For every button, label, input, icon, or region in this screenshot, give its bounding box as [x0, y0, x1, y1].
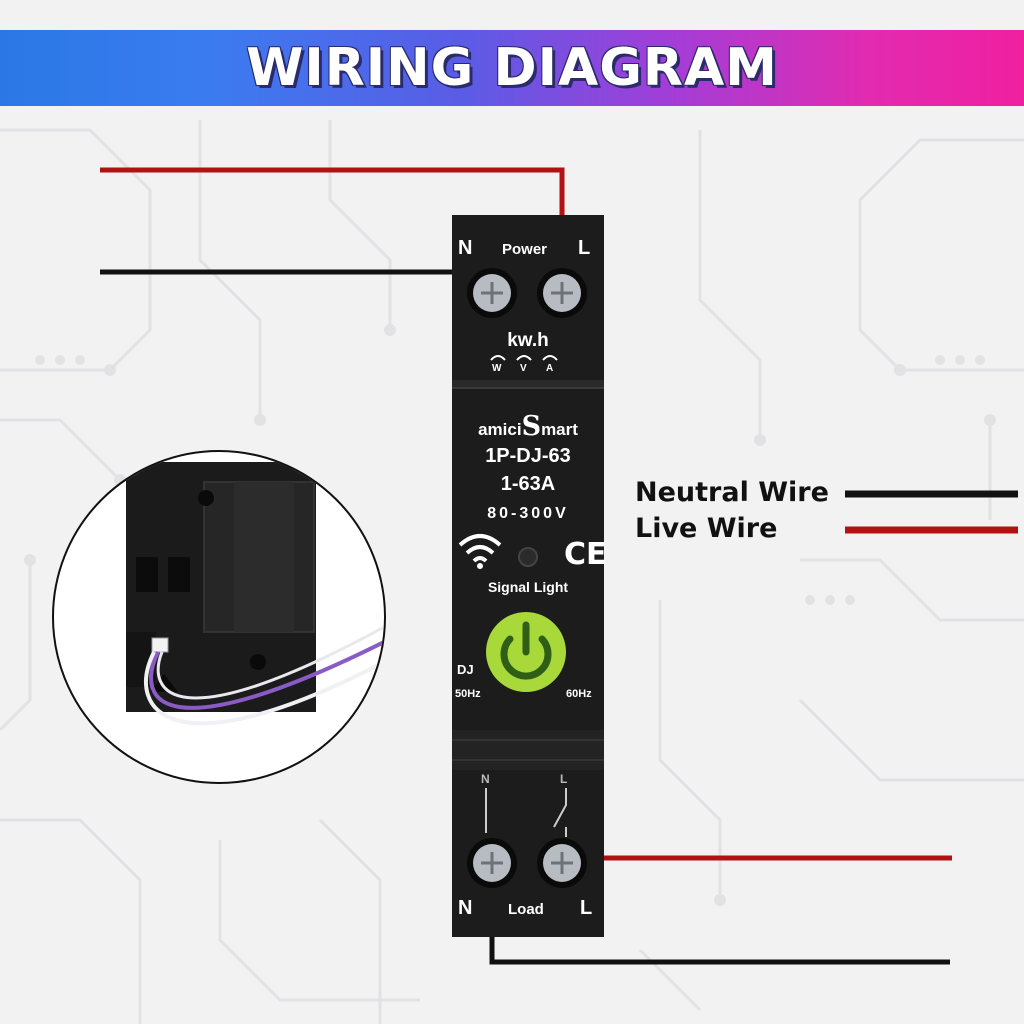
- freq-60hz: 60Hz: [566, 688, 592, 700]
- side-view-inset: [52, 450, 386, 784]
- dj-badge: DJ: [457, 662, 474, 677]
- power-label: Power: [502, 241, 548, 258]
- meter-label: kw.h: [507, 330, 549, 351]
- bottom-n-label: N: [458, 897, 473, 919]
- current-range: 1-63A: [500, 473, 556, 495]
- load-label: Load: [508, 901, 544, 918]
- page-title: WIRING DIAGRAM: [246, 38, 778, 98]
- power-button-icon: [486, 612, 566, 692]
- legend-live-label: Live Wire: [635, 513, 778, 544]
- bottom-neutral-screw-icon: [467, 838, 517, 888]
- top-l-label: L: [578, 237, 591, 259]
- signal-light-label: Signal Light: [487, 579, 569, 595]
- brand-logo: amiciSmart: [452, 411, 604, 442]
- brand-prefix: amici: [478, 420, 522, 439]
- meter-indicator-a: A: [546, 363, 554, 374]
- model-number: 1P-DJ-63: [485, 445, 571, 467]
- input-neutral-wire: [100, 269, 495, 292]
- smart-breaker-device: N Power L kw.h W V A amiciSmart 1P-DJ-63…: [452, 215, 607, 937]
- bottom-live-screw-icon: [537, 838, 587, 888]
- device-details: [452, 268, 604, 888]
- meter-indicator-w: W: [492, 363, 502, 374]
- header-banner: [0, 30, 1024, 106]
- ce-mark: CE: [564, 537, 607, 572]
- top-n-label: N: [458, 237, 473, 259]
- top-live-screw-icon: [537, 268, 587, 318]
- freq-50hz: 50Hz: [455, 688, 481, 700]
- voltage-range: 80-300V: [487, 505, 569, 522]
- brand-emblem: S: [521, 411, 542, 442]
- bottom-small-n: N: [481, 772, 490, 786]
- meter-indicator-v: V: [520, 363, 527, 374]
- wifi-icon: [458, 534, 502, 563]
- top-neutral-screw-icon: [467, 268, 517, 318]
- device-side-view-illustration: [126, 462, 384, 726]
- signal-light-icon: [518, 547, 538, 567]
- legend-neutral-label: Neutral Wire: [635, 477, 829, 508]
- brand-suffix: mart: [541, 420, 578, 439]
- bottom-small-l: L: [560, 772, 568, 786]
- bottom-l-label: L: [580, 897, 593, 919]
